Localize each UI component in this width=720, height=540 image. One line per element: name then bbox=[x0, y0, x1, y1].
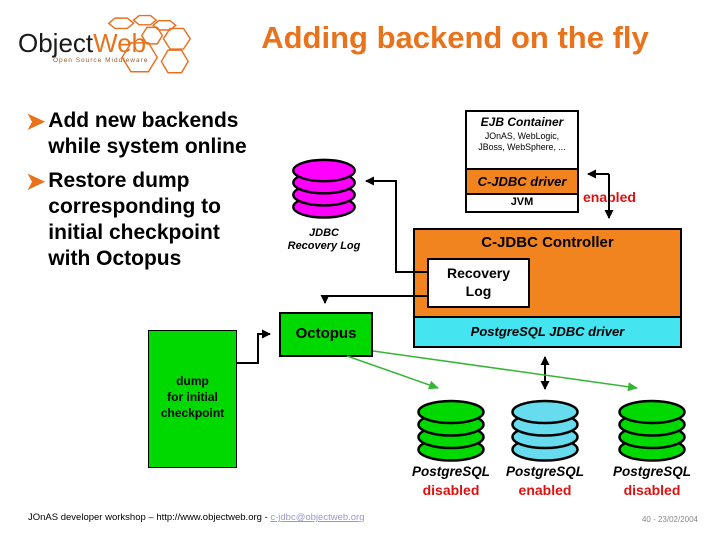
green-arrow-octopus-to-right-db bbox=[372, 350, 638, 392]
db-status-label: disabled bbox=[623, 482, 681, 498]
arrow-dump-to-octopus bbox=[237, 329, 271, 364]
arrow-recoverylog-to-octopus bbox=[320, 295, 427, 304]
cjdbc-controller-title: C-JDBC Controller bbox=[481, 234, 614, 251]
cjdbc-driver-bar: C-JDBC driver bbox=[467, 168, 577, 195]
bullet-arrow-icon: ➤ bbox=[26, 108, 46, 134]
db-name-label: PostgreSQL bbox=[612, 464, 691, 479]
postgresql-cylinder-disabled-left bbox=[415, 397, 487, 463]
footer-text: JOnAS developer workshop – http://www.ob… bbox=[28, 512, 365, 523]
ejb-container-subtitle: JOnAS, WebLogic, JBoss, WebSphere, ... bbox=[478, 131, 566, 152]
ejb-container-header: EJB Container JOnAS, WebLogic, JBoss, We… bbox=[467, 112, 577, 168]
jvm-bar: JVM bbox=[510, 196, 534, 208]
db-status-label: enabled bbox=[518, 482, 572, 498]
jdbc-recovery-log-label: JDBC Recovery Log bbox=[287, 227, 361, 252]
slide-title: Adding backend on the fly bbox=[261, 20, 649, 55]
bullet-text: Add new backends while system online bbox=[48, 109, 247, 158]
postgresql-cylinder-enabled bbox=[509, 397, 581, 463]
footer-email-link[interactable]: c-jdbc@objectweb.org bbox=[270, 512, 365, 523]
bullet-restore-dump: ➤ Restore dump corresponding to initial … bbox=[26, 168, 221, 272]
recovery-log-box: Recovery Log bbox=[427, 258, 530, 308]
ejb-container-title: EJB Container bbox=[480, 115, 564, 129]
green-arrow-octopus-to-left-db bbox=[346, 355, 439, 390]
ejb-container-box: EJB Container JOnAS, WebLogic, JBoss, We… bbox=[465, 110, 579, 213]
bullet-add-backends: ➤ Add new backends while system online bbox=[26, 108, 247, 160]
page-number: 40 - 23/02/2004 bbox=[641, 515, 698, 524]
jdbc-recovery-log-cylinder bbox=[290, 156, 358, 220]
hexagon-logo-icon bbox=[107, 14, 192, 74]
postgresql-cylinder-disabled-right bbox=[616, 397, 688, 463]
db-status-label: disabled bbox=[422, 482, 480, 498]
bullet-arrow-icon: ➤ bbox=[26, 168, 46, 194]
dump-initial-checkpoint-box: dump for initial checkpoint bbox=[148, 330, 237, 468]
objectweb-logo: ObjectWeb bbox=[18, 28, 146, 59]
postgresql-jdbc-driver-box: PostgreSQL JDBC driver bbox=[413, 316, 682, 348]
bullet-text: Restore dump corresponding to initial ch… bbox=[48, 169, 221, 270]
db-name-label: PostgreSQL bbox=[505, 464, 584, 479]
db-name-label: PostgreSQL bbox=[411, 464, 490, 479]
logo-text-object: Object bbox=[18, 28, 94, 58]
enabled-status-label: enabled bbox=[583, 189, 636, 205]
octopus-box: Octopus bbox=[279, 312, 373, 357]
logo-text-web: Web bbox=[93, 28, 147, 58]
logo-tagline: Open Source Middleware bbox=[53, 57, 149, 64]
footer-workshop-text: JOnAS developer workshop – http://www.ob… bbox=[28, 512, 271, 523]
